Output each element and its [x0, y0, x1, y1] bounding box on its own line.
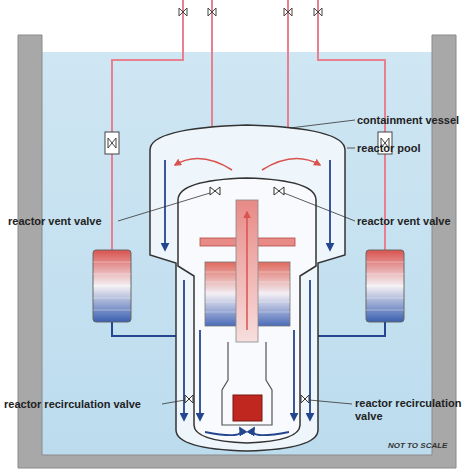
callout-label: reactor vent valve — [357, 215, 472, 228]
reactor-vessel — [178, 178, 316, 443]
illustration-part — [179, 8, 187, 16]
reactor-valves — [185, 187, 309, 403]
containment-vessel-shell — [150, 125, 345, 451]
illustration-part — [208, 8, 216, 16]
illustration-part — [284, 8, 292, 16]
illustration-part — [366, 286, 404, 287]
illustration-part — [118, 193, 210, 221]
steam-flow — [175, 159, 320, 170]
reactor-core — [233, 395, 262, 421]
illustration-part — [93, 250, 131, 322]
illustration-part — [205, 428, 241, 435]
illustration-part — [329, 160, 331, 250]
illustration-part — [309, 400, 352, 404]
illustration-part — [246, 212, 248, 330]
illustration-part — [175, 159, 232, 170]
scale-note: NOT TO SCALE — [388, 441, 448, 451]
illustration-part — [262, 159, 320, 170]
callout-label: containment vessel — [357, 114, 472, 127]
illustration-part — [290, 120, 355, 128]
illustration-part — [93, 262, 131, 263]
illustration-part — [366, 298, 404, 299]
illustration-part — [293, 330, 295, 420]
illustration-part — [105, 132, 119, 154]
illustration-part — [185, 395, 193, 403]
callout-label: reactor pool — [357, 142, 467, 155]
illustration-part — [301, 395, 309, 403]
illustration-part — [93, 286, 131, 287]
illustration-part — [314, 8, 322, 16]
illustration-part — [210, 187, 220, 195]
illustration-part — [366, 262, 404, 263]
illustration-part — [284, 193, 355, 221]
leader-lines — [118, 120, 355, 404]
illustration-part — [366, 310, 404, 311]
illustration-part — [347, 148, 355, 149]
callout-label: reactor vent valve — [8, 215, 120, 228]
illustration-part — [316, 322, 385, 336]
illustration-part — [112, 322, 178, 336]
illustration-part — [366, 274, 404, 275]
pool-water — [42, 52, 432, 455]
callout-label: reactor recirculation valve — [4, 398, 164, 411]
illustration-part — [93, 310, 131, 311]
illustration-part — [164, 160, 166, 250]
riser-flow — [246, 212, 248, 330]
illustration-part — [93, 298, 131, 299]
illustration-part — [253, 428, 289, 435]
illustration-part — [274, 187, 284, 195]
callout-label: reactor recirculation valve — [355, 397, 467, 423]
illustration-part — [93, 274, 131, 275]
illustration-part — [108, 138, 116, 148]
riser — [236, 200, 258, 342]
core-barrel — [222, 342, 272, 425]
illustration-part — [199, 330, 201, 420]
illustration-part — [366, 250, 404, 322]
illustration-part — [162, 400, 185, 404]
